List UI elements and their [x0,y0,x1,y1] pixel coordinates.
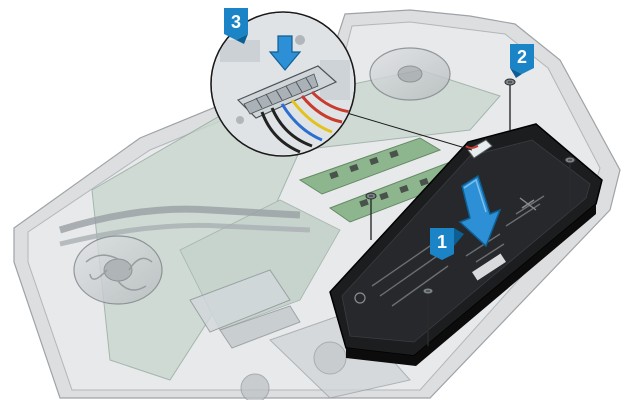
battery-connector-icon [465,139,493,159]
screw-icon [365,192,377,240]
screw-icon [564,156,576,212]
screw-icon [422,287,434,346]
ssd-module [189,269,301,349]
battery [329,123,603,366]
left-fan [73,235,163,305]
step-number: 1 [437,232,447,252]
touchpad-area [240,311,411,400]
step-number: 2 [517,47,527,67]
zoom-leader-line [329,107,473,151]
step-callout-2: 2 [510,44,534,78]
step-callout-3: 3 [224,8,248,44]
step-number: 3 [231,12,241,32]
heat-pipes [58,205,311,247]
right-fan [369,47,451,101]
down-arrow-icon [268,35,302,71]
step-callout-1: 1 [430,228,464,260]
screw-icon [504,78,516,130]
down-arrow-icon [458,174,502,248]
